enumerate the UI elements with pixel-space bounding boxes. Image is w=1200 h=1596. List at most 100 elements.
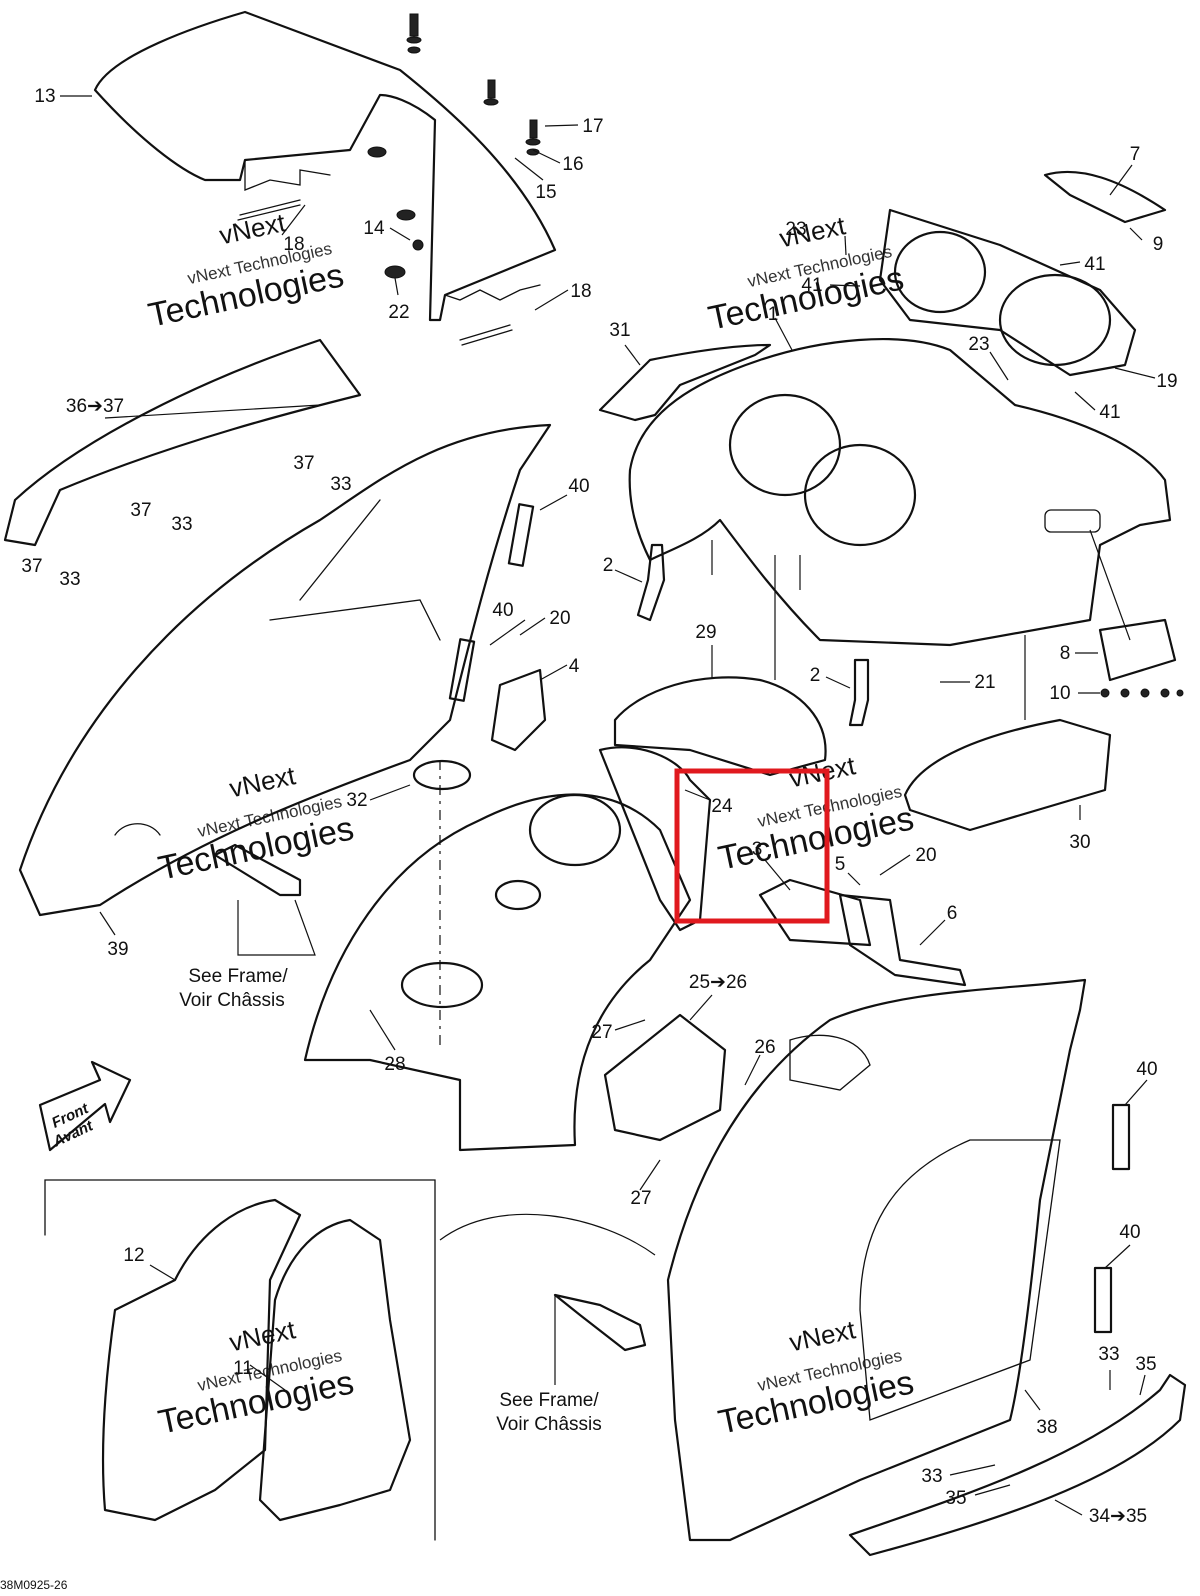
callout-33: 33 [1098, 1344, 1119, 1365]
see-frame-label: See Frame/ [188, 966, 288, 987]
callout-40: 40 [568, 476, 589, 497]
callout-39: 39 [107, 939, 128, 960]
watermark-text: vNext [787, 1314, 859, 1357]
callout-40: 40 [1119, 1222, 1140, 1243]
callout-27: 27 [591, 1022, 612, 1043]
insert-part [1098, 618, 1177, 682]
strip-part [1111, 1103, 1131, 1171]
windshield-hardware [237, 13, 541, 346]
callout-19: 19 [1156, 371, 1177, 392]
callout-16: 16 [562, 154, 583, 175]
callout-40: 40 [1136, 1059, 1157, 1080]
callout-28: 28 [384, 1054, 405, 1075]
callout-37: 37 [293, 453, 314, 474]
callout-41: 41 [1099, 402, 1120, 423]
callout-7: 7 [1130, 144, 1141, 165]
callout-12: 12 [123, 1245, 144, 1266]
callout-6: 6 [947, 903, 958, 924]
callout-24: 24 [711, 796, 733, 817]
callout-37: 37 [21, 556, 42, 577]
callout-36-37: 36➔37 [66, 396, 124, 417]
callout-40: 40 [492, 600, 513, 621]
callout-9: 9 [1153, 234, 1164, 255]
callout-23: 23 [785, 219, 806, 240]
front-arrow-icon: Front Avant [38, 1060, 132, 1152]
callout-10: 10 [1049, 683, 1070, 704]
callout-31: 31 [609, 320, 630, 341]
see-frame-label: Voir Châssis [179, 990, 285, 1011]
callout-41: 41 [801, 275, 822, 296]
callout-33: 33 [59, 569, 80, 590]
callout-41: 41 [1084, 254, 1105, 275]
center-console-part [303, 793, 692, 1152]
callout-2: 2 [603, 555, 614, 576]
upper-body-part [628, 338, 1172, 647]
console-cover-part [613, 676, 827, 777]
callout-33: 33 [171, 514, 192, 535]
callout-29: 29 [695, 622, 716, 643]
callout-17: 17 [582, 116, 603, 137]
inset-box [44, 1179, 436, 1541]
callout-32: 32 [346, 790, 367, 811]
watermark-text: vNext [217, 207, 289, 250]
callout-2: 2 [810, 665, 821, 686]
callout-14: 14 [363, 218, 385, 239]
callout-18: 18 [570, 281, 591, 302]
watermark-6: vNext vNext Technologies Technologies [715, 1314, 917, 1442]
clip-part [636, 543, 666, 622]
handle-trim-part [3, 338, 362, 547]
bracket-part [490, 668, 547, 752]
storage-tray-part [603, 1013, 727, 1142]
strip-part [507, 503, 535, 567]
callout-20: 20 [549, 608, 570, 629]
callout-34-35: 34➔35 [1089, 1506, 1147, 1527]
see-frame-note-left: See Frame/ Voir Châssis [179, 966, 288, 1011]
watermark-1: vNext vNext Technologies Technologies [145, 207, 347, 335]
callout-23: 23 [968, 334, 989, 355]
strip-part [1093, 1266, 1113, 1334]
callout-4: 4 [569, 656, 580, 677]
part-outlines: Front Avant [3, 10, 1187, 1557]
callout-3: 3 [752, 839, 763, 860]
watermark-group: vNext vNext Technologies Technologies vN… [145, 207, 917, 1442]
side-trim-part [848, 1373, 1187, 1557]
handle-part [553, 1293, 647, 1352]
callout-13: 13 [34, 86, 55, 107]
callout-8: 8 [1060, 643, 1071, 664]
callout-21: 21 [974, 672, 995, 693]
callout-30: 30 [1069, 832, 1090, 853]
see-frame-label: Voir Châssis [496, 1414, 602, 1435]
callout-18: 18 [283, 234, 304, 255]
callout-27: 27 [630, 1188, 651, 1209]
highlight-box [674, 768, 830, 924]
handle-part [213, 843, 302, 897]
leader-lines [60, 95, 1156, 1516]
callout-25-26: 25➔26 [689, 972, 747, 993]
watermark-4: vNext vNext Technologies Technologies [715, 750, 917, 878]
callout-labels: 13 17 16 15 18 14 22 18 7 9 23 41 41 23 … [21, 86, 1177, 1527]
callout-26: 26 [754, 1037, 775, 1058]
callout-5: 5 [835, 854, 846, 875]
bracket-part [838, 893, 967, 987]
deflector-part [598, 343, 772, 422]
callout-33: 33 [330, 474, 351, 495]
bracket-part [758, 878, 872, 947]
see-frame-note-right: See Frame/ Voir Châssis [496, 1390, 602, 1435]
gauge-housing-part [878, 170, 1167, 377]
callout-38: 38 [1036, 1417, 1057, 1438]
trim-piece-part [598, 746, 712, 932]
grommet-part [412, 759, 472, 791]
drawing-code: 38M0925-26 [0, 1578, 68, 1592]
callout-11: 11 [233, 1358, 253, 1379]
watermark-text: vNext [227, 1314, 299, 1357]
callout-20: 20 [915, 845, 936, 866]
strip-part [448, 638, 476, 702]
callout-37: 37 [130, 500, 151, 521]
callout-33: 33 [921, 1466, 942, 1487]
inset-panel-12 [101, 1198, 302, 1522]
callout-22: 22 [388, 302, 409, 323]
callout-1: 1 [768, 304, 779, 325]
screw-group [1100, 688, 1184, 698]
pad-part [903, 718, 1112, 832]
